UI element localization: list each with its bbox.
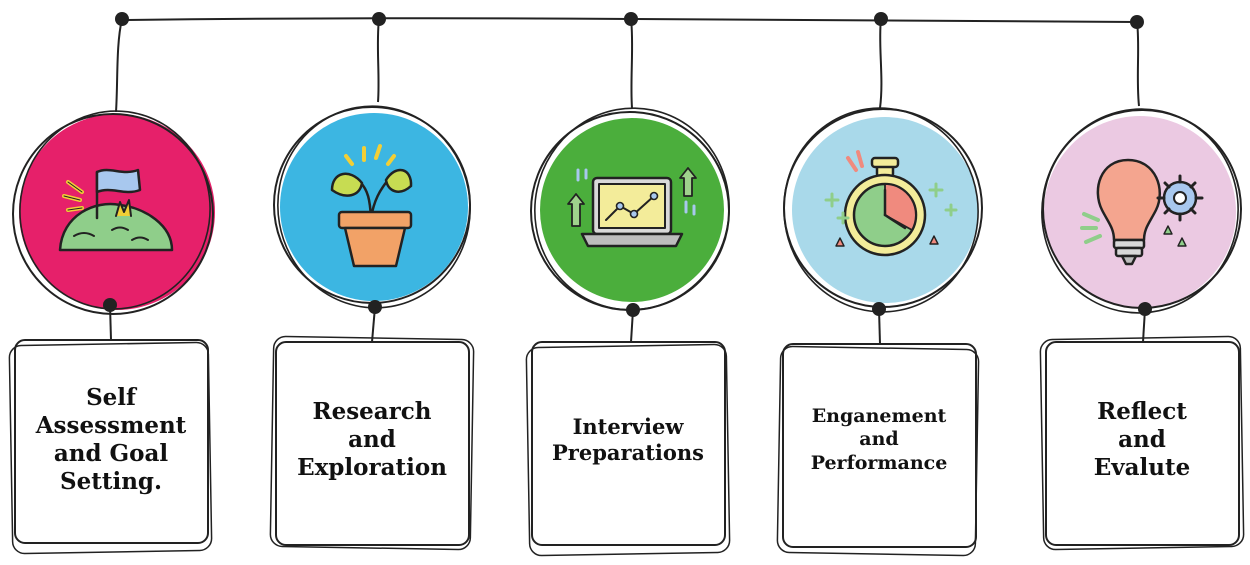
step-2-label: Research and Exploration (297, 397, 447, 482)
step-3-label: Interview Preparations (552, 414, 704, 465)
drop-line (879, 18, 883, 109)
step-2 (269, 12, 475, 551)
step-4-label: Enganement and Performance (810, 405, 948, 474)
step-3 (525, 12, 731, 557)
drop-line (630, 309, 634, 343)
step-2-card-sketch (269, 335, 475, 551)
step-5-card (1045, 341, 1240, 546)
step-3-card (531, 341, 726, 546)
step-5-card-sketch (1039, 335, 1245, 551)
drop-line (109, 304, 112, 341)
sketch-ring (12, 113, 214, 315)
step-2-card (275, 341, 470, 546)
step-1-card-sketch (8, 341, 213, 555)
drop-line (630, 18, 634, 109)
step-4-card-sketch (776, 345, 980, 557)
step-4 (776, 12, 983, 557)
lightbulb-gear-icon (1080, 158, 1204, 266)
step-3-card-sketch (525, 343, 731, 557)
drop-line (371, 306, 376, 343)
step-5 (1039, 15, 1245, 551)
flag-on-hill-icon (58, 168, 174, 252)
step-5-label: Reflect and Evalute (1093, 397, 1191, 482)
sketch-ring (19, 110, 211, 310)
potted-plant-icon (330, 144, 413, 268)
drop-line (376, 18, 380, 103)
step-1-label: Self Assessment and Goal Setting. (35, 383, 187, 496)
sketch-ring (534, 107, 730, 311)
drop-line (1142, 308, 1146, 343)
drop-line (115, 18, 123, 113)
drop-line (1136, 21, 1140, 107)
sketch-ring (783, 107, 979, 313)
sketch-ring (1041, 108, 1239, 314)
stopwatch-icon (824, 150, 958, 257)
sketch-ring (277, 105, 471, 309)
step-1 (8, 12, 215, 555)
drop-line (878, 308, 881, 345)
step-1-card (14, 339, 209, 544)
step-4-card (782, 343, 977, 548)
laptop-chart-icon (567, 167, 697, 248)
